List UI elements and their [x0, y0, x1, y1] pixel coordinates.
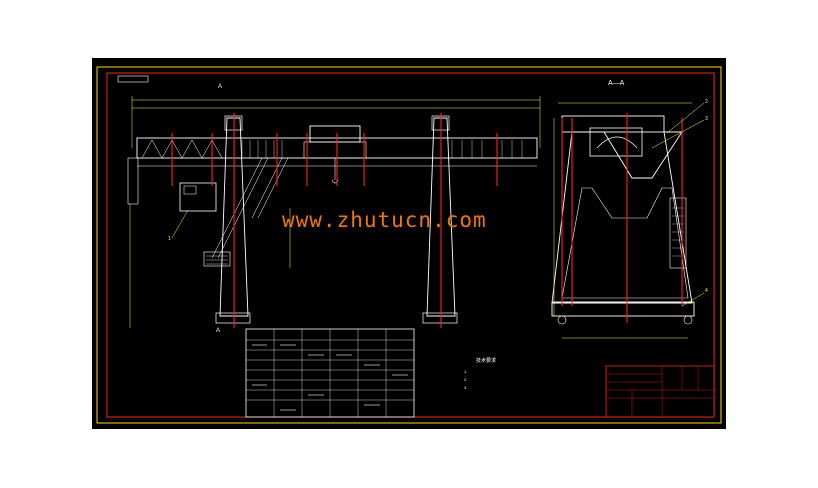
trolley — [309, 125, 361, 143]
callout-leader-1 — [171, 209, 189, 239]
sideview-right-stair — [669, 197, 687, 269]
frame-tag-box — [117, 75, 149, 83]
table-scribbles — [252, 344, 408, 411]
sideview-trolley-arch — [596, 136, 638, 149]
callout-2: 2 — [705, 99, 708, 105]
railing-verticals — [241, 140, 523, 158]
sideview-trolley — [589, 127, 643, 157]
view-marker-bottom: A — [216, 328, 221, 334]
callout-leader-3 — [651, 119, 705, 149]
title-block-grid — [606, 366, 714, 417]
right-leg — [426, 117, 456, 317]
left-leg-foot — [215, 312, 251, 324]
outer-frame — [96, 66, 722, 424]
drawing-svg — [96, 66, 722, 424]
callout-leader-4 — [681, 292, 705, 307]
cab-window — [183, 185, 197, 195]
left-end-column — [127, 157, 139, 205]
inner-frame — [106, 72, 715, 418]
callout-1: 1 — [168, 236, 171, 242]
sideview-wheel-left — [557, 315, 567, 325]
sideview-inner-frame — [561, 187, 689, 299]
callout-4: 4 — [705, 288, 708, 294]
view-marker-top: A — [218, 84, 223, 90]
callout-3: 3 — [705, 116, 708, 122]
section-view-title: A—A — [608, 80, 625, 87]
sideview-top-beam — [561, 115, 665, 133]
watermark-text: www.zhutucn.com — [282, 208, 487, 232]
stair-platform — [203, 251, 231, 267]
tech-notes-title: 技术要求 — [476, 358, 497, 364]
sideview-wheel-right — [683, 315, 693, 325]
tech-note-2: 2. — [464, 377, 468, 382]
centerlines-side — [561, 113, 683, 323]
sideview-leg-frame — [551, 131, 693, 304]
left-leg — [219, 117, 249, 317]
callout-leader-2 — [666, 102, 705, 134]
tech-note-3: 3. — [464, 385, 468, 390]
truss-left — [141, 139, 223, 159]
right-leg-foot — [422, 312, 458, 324]
title-block — [605, 365, 715, 418]
cad-drawing-canvas: A—A A A 1 2 3 4 技术要求 1. 2. 3. www.zhutuc… — [92, 58, 726, 429]
stair-steps — [206, 255, 228, 265]
operator-cab — [179, 182, 217, 212]
trolley-frame — [303, 141, 367, 159]
table-grid — [246, 329, 414, 417]
centerlines-front — [171, 113, 498, 328]
tech-note-1: 1. — [464, 369, 468, 374]
sideview-sill-beam — [551, 301, 695, 317]
